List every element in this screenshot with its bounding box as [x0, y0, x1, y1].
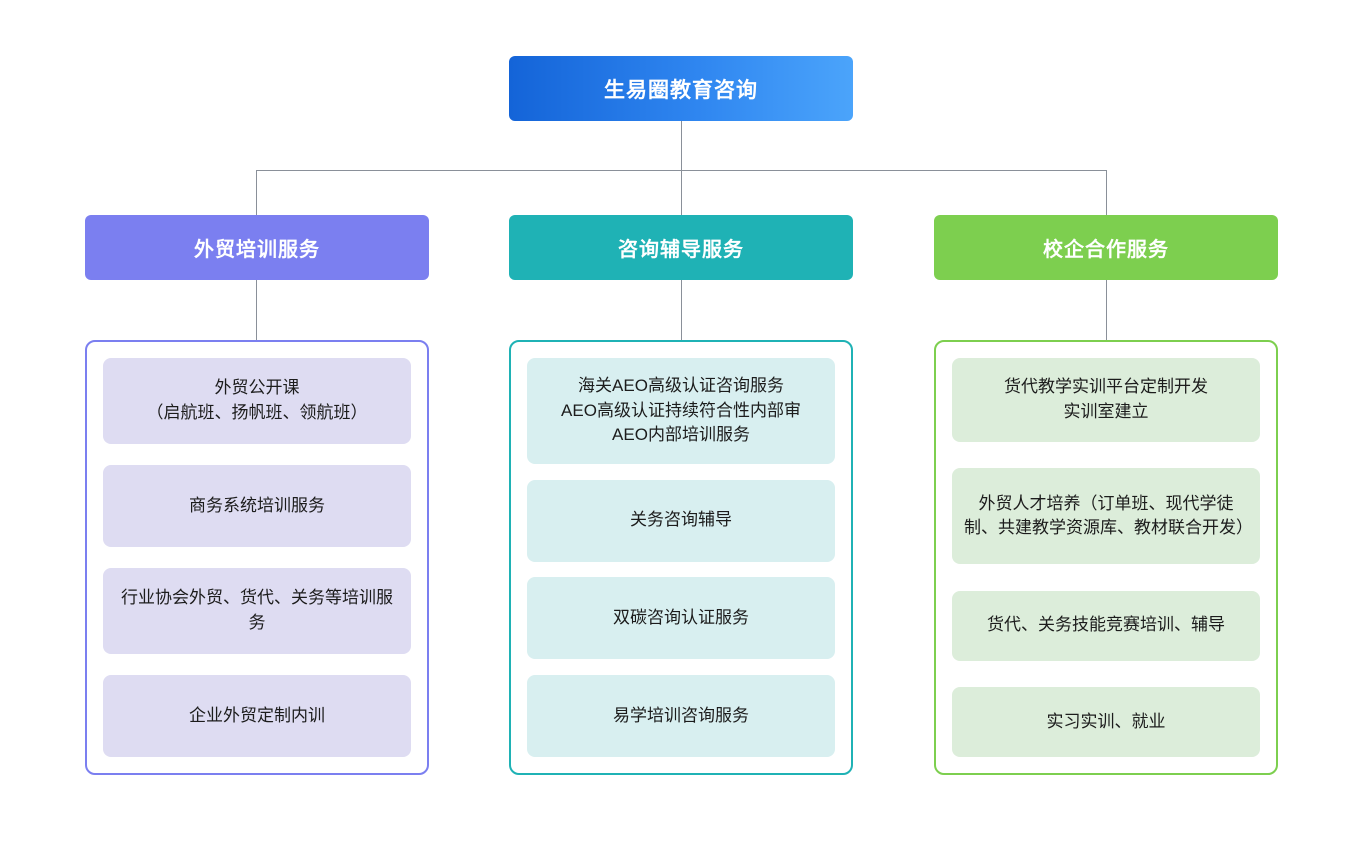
branch-header-1[interactable]: 外贸培训服务: [85, 215, 429, 280]
connector-stem-branch-3: [1106, 280, 1107, 340]
connector-root-stem: [681, 121, 682, 171]
root-node-label: 生易圈教育咨询: [604, 78, 758, 102]
root-node[interactable]: 生易圈教育咨询: [509, 56, 853, 121]
list-item[interactable]: 外贸公开课 （启航班、扬帆班、领航班）: [103, 358, 411, 444]
branch-header-label-3: 校企合作服务: [1043, 239, 1169, 261]
connector-drop-branch-3: [1106, 170, 1107, 215]
branch-header-2[interactable]: 咨询辅导服务: [509, 215, 853, 280]
connector-stem-branch-1: [256, 280, 257, 340]
list-item[interactable]: 行业协会外贸、货代、关务等培训服务: [103, 568, 411, 654]
list-item[interactable]: 实习实训、就业: [952, 686, 1260, 757]
branch-container-1: 外贸公开课 （启航班、扬帆班、领航班） 商务系统培训服务 行业协会外贸、货代、关…: [85, 340, 429, 775]
list-item[interactable]: 商务系统培训服务: [103, 465, 411, 547]
branch-header-label-1: 外贸培训服务: [194, 239, 320, 261]
list-item[interactable]: 外贸人才培养（订单班、现代学徒制、共建教学资源库、教材联合开发）: [952, 468, 1260, 565]
list-item[interactable]: 双碳咨询认证服务: [527, 577, 835, 660]
connector-drop-branch-2: [681, 170, 682, 215]
branch-container-3: 货代教学实训平台定制开发 实训室建立 外贸人才培养（订单班、现代学徒制、共建教学…: [934, 340, 1278, 775]
list-item[interactable]: 易学培训咨询服务: [527, 674, 835, 757]
branch-header-label-2: 咨询辅导服务: [618, 239, 744, 261]
list-item[interactable]: 货代教学实训平台定制开发 实训室建立: [952, 358, 1260, 442]
branch-container-2: 海关AEO高级认证咨询服务 AEO高级认证持续符合性内部审 AEO内部培训服务 …: [509, 340, 853, 775]
list-item[interactable]: 关务咨询辅导: [527, 479, 835, 562]
branch-header-3[interactable]: 校企合作服务: [934, 215, 1278, 280]
connector-stem-branch-2: [681, 280, 682, 340]
connector-drop-branch-1: [256, 170, 257, 215]
list-item[interactable]: 海关AEO高级认证咨询服务 AEO高级认证持续符合性内部审 AEO内部培训服务: [527, 358, 835, 464]
list-item[interactable]: 货代、关务技能竞赛培训、辅导: [952, 590, 1260, 661]
list-item[interactable]: 企业外贸定制内训: [103, 675, 411, 757]
